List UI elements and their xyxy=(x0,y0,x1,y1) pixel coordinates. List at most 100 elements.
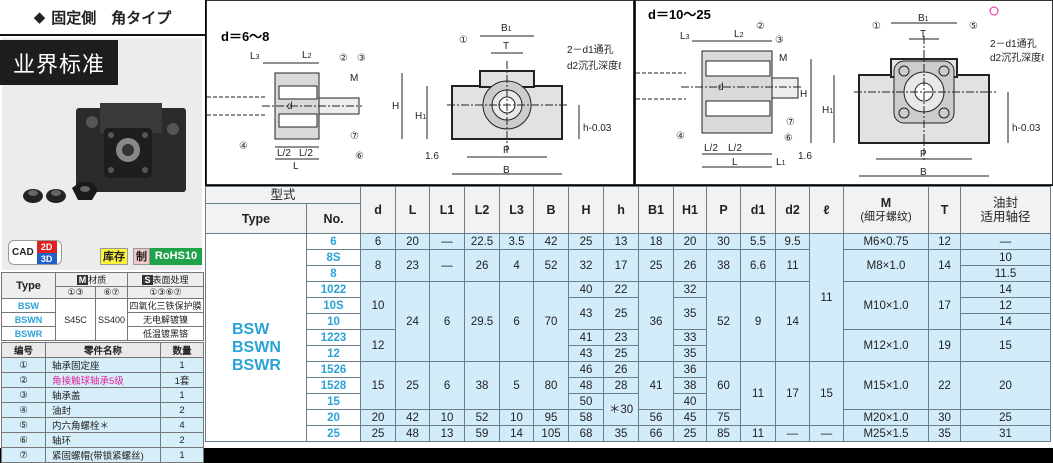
cell-L1: 10 xyxy=(429,409,466,426)
model-no[interactable]: 15 xyxy=(305,393,362,410)
model-no[interactable]: 12 xyxy=(305,345,362,362)
model-no[interactable]: 1022 xyxy=(305,281,362,298)
col-B: B xyxy=(533,186,570,234)
col-H: H xyxy=(568,186,605,234)
cell-H: 40 xyxy=(568,281,605,298)
cell-seal: 12 xyxy=(960,297,1051,314)
col-M: M(细牙螺纹) xyxy=(843,186,930,234)
cell-d1: 9 xyxy=(740,281,777,362)
part-number: ① xyxy=(1,357,46,373)
part-number: ⑦ xyxy=(1,447,46,463)
svg-text:M: M xyxy=(350,73,358,84)
cell-P: 85 xyxy=(706,425,742,442)
cell-B: 52 xyxy=(533,249,570,282)
model-no[interactable]: 1528 xyxy=(305,377,362,394)
svg-text:d＝10～25: d＝10～25 xyxy=(648,7,711,22)
cell-T: 19 xyxy=(928,329,962,362)
cell-H: 48 xyxy=(568,377,605,394)
part-name: 油封 xyxy=(45,402,161,418)
part-name: 轴承盖 xyxy=(45,387,161,403)
cell-T: 22 xyxy=(928,361,962,410)
cell-H: 43 xyxy=(568,297,605,330)
svg-text:L/2: L/2 xyxy=(704,143,718,154)
model-no[interactable]: 1526 xyxy=(305,361,362,378)
model-no[interactable]: 10S xyxy=(305,297,362,314)
col-d1: d1 xyxy=(740,186,777,234)
industry-standard-badge: 业界标准 xyxy=(0,40,118,85)
cell-H1: 40 xyxy=(673,393,708,410)
type-name: BSW xyxy=(232,320,270,338)
model-no[interactable]: 20 xyxy=(305,409,362,426)
model-no[interactable]: 8S xyxy=(305,249,362,266)
part-number: ④ xyxy=(1,402,46,418)
part-qty: 1 xyxy=(160,447,204,463)
cell-L2: 38 xyxy=(464,361,501,410)
cell-H: 43 xyxy=(568,345,605,362)
svg-text:h-0.03: h-0.03 xyxy=(583,123,612,134)
part-qty: 1 xyxy=(160,387,204,403)
cell-T: 17 xyxy=(928,281,962,330)
col-P: P xyxy=(706,186,742,234)
cell-M: M25×1.5 xyxy=(843,425,930,442)
col-L2: L2 xyxy=(464,186,501,234)
svg-text:T: T xyxy=(503,41,509,52)
group-header: 型式 xyxy=(204,186,362,204)
cell-M: M12×1.0 xyxy=(843,329,930,362)
svg-text:T: T xyxy=(920,29,926,40)
type-name: BSWN xyxy=(232,338,281,356)
cell-seal: 25 xyxy=(960,409,1051,426)
svg-text:L/2: L/2 xyxy=(728,143,742,154)
svg-text:⑥: ⑥ xyxy=(355,151,364,162)
col-H1: H1 xyxy=(673,186,708,234)
part-number: ⑤ xyxy=(1,417,46,433)
cell-B: 105 xyxy=(533,425,570,442)
part-qty: 4 xyxy=(160,417,204,433)
model-no[interactable]: 10 xyxy=(305,313,362,330)
col-T: T xyxy=(928,186,962,234)
col-ℓ: ℓ xyxy=(809,186,845,234)
cell-d1: 11 xyxy=(740,361,777,426)
model-no[interactable]: 8 xyxy=(305,265,362,282)
cell-T: 14 xyxy=(928,249,962,282)
model-no[interactable]: 1223 xyxy=(305,329,362,346)
cell-B1: 25 xyxy=(638,249,675,282)
cell-L: 42 xyxy=(395,409,431,426)
made-tag: 制 xyxy=(133,248,150,265)
part-name: 轴环 xyxy=(45,432,161,448)
type-name: BSWR xyxy=(232,356,281,374)
cell-d1: 11 xyxy=(740,425,777,442)
svg-text:⑤: ⑤ xyxy=(969,21,978,32)
svg-text:⑦: ⑦ xyxy=(350,131,359,142)
svg-text:d＝6～8: d＝6～8 xyxy=(221,29,269,44)
cell-H: 58 xyxy=(568,409,605,426)
cell-L2: 22.5 xyxy=(464,233,501,250)
cell-M: M6×0.75 xyxy=(843,233,930,250)
model-no[interactable]: 6 xyxy=(305,233,362,250)
svg-text:③: ③ xyxy=(357,53,366,64)
cell-M: M20×1.0 xyxy=(843,409,930,426)
svg-text:1.6: 1.6 xyxy=(798,151,812,162)
col-L1: L1 xyxy=(429,186,466,234)
col-d: d xyxy=(360,186,397,234)
model-no[interactable]: 25 xyxy=(305,425,362,442)
cell-P: 75 xyxy=(706,409,742,426)
cell-B1: 36 xyxy=(638,281,675,362)
cell-L: 23 xyxy=(395,249,431,282)
cell-h: 22 xyxy=(603,281,640,298)
svg-text:B1: B1 xyxy=(501,23,512,34)
svg-text:P: P xyxy=(503,145,510,156)
